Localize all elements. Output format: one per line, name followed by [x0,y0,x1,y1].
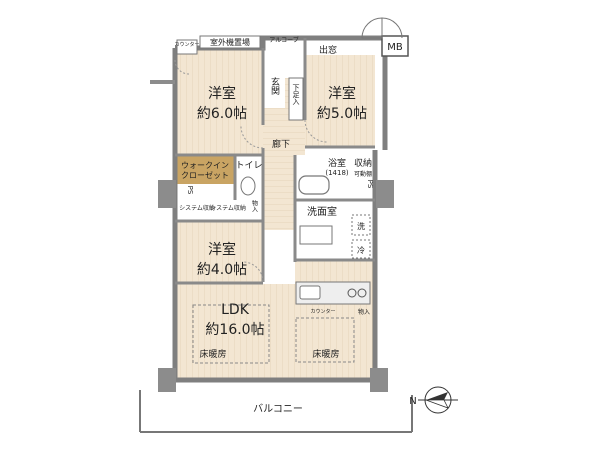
floor-heating-left [192,304,270,364]
washroom-label: 洗面室 [307,205,337,218]
sink [299,285,321,300]
walk-in-label-2: クローゼット [181,170,229,180]
mb-door-arc [381,17,403,39]
room-western-6-floor [175,50,263,154]
washer-box [351,214,371,236]
shoe-cabinet-label: 下足入 [292,84,300,105]
counter-box [176,39,198,55]
system-storage-label-1: システム収納 [179,204,215,212]
fridge-box [351,239,371,259]
walk-in-label-1: ウォークイン [181,161,229,170]
system-storage-label-2: システム収納 [210,204,246,212]
ps-right-label: PS [366,180,374,189]
western-5-size: 約5.0帖 [317,106,367,122]
bath-label: 浴室 [328,157,346,169]
western-4-name: 洋室 [208,241,236,258]
balcony-label: バルコニー [253,403,303,415]
western-6-name: 洋室 [208,85,236,102]
stove-burner [347,288,357,298]
entrance-floor [263,68,285,108]
entrance-label: 玄関 [269,76,280,96]
movable-shelf-label: 可動棚 [354,170,372,178]
balcony-area [139,390,413,433]
north-arrow-icon [418,386,458,414]
counter-top-label: カウンター [174,41,199,48]
outdoor-unit-label: 室外機置場 [210,37,250,47]
interior-walls [175,38,375,285]
western-4-size: 約4.0帖 [197,262,247,278]
shoe-cabinet [288,77,304,121]
storage-label: 収納 [354,157,372,169]
structural-columns [150,80,394,392]
floor-heating-right [295,317,355,363]
floor-heat-right-label: 床暖房 [312,348,339,360]
ps-left-label: PS [186,186,194,195]
room-western-4-floor [175,222,263,282]
north-label: N [409,396,416,407]
door-swings [174,59,328,283]
mb-box [381,35,409,57]
ldk-name: LDK [221,302,250,318]
western-6-size: 約6.0帖 [197,106,247,122]
hallway-label: 廊下 [272,138,290,150]
items-label-2: 物入 [358,308,370,316]
mb-label: MB [387,42,403,53]
bath-size-label: (1418) [325,169,349,177]
room-western-5-floor [305,55,375,147]
toilet-bowl [240,176,256,196]
wash-label: 洗 [357,221,365,231]
floor-heat-left-label: 床暖房 [199,348,226,360]
wash-basin [299,225,333,245]
counter-kitchen-label: カウンター [310,308,335,315]
items-label-1: 物入 [251,199,258,212]
walk-in-closet-floor [175,156,235,184]
toilet-label: トイレ [235,161,262,171]
bay-door-arc [361,17,383,39]
western-5-name: 洋室 [328,85,356,102]
outdoor-unit-box [199,35,261,49]
alcove-label: アルコーブ [269,36,298,44]
bay-window-label: 出窓 [319,44,337,56]
fridge-label: 冷 [357,245,365,255]
stove-burner [357,288,367,298]
ldk-size: 約16.0帖 [205,322,264,338]
storage-row-floor [175,200,263,220]
bathtub [298,175,330,195]
